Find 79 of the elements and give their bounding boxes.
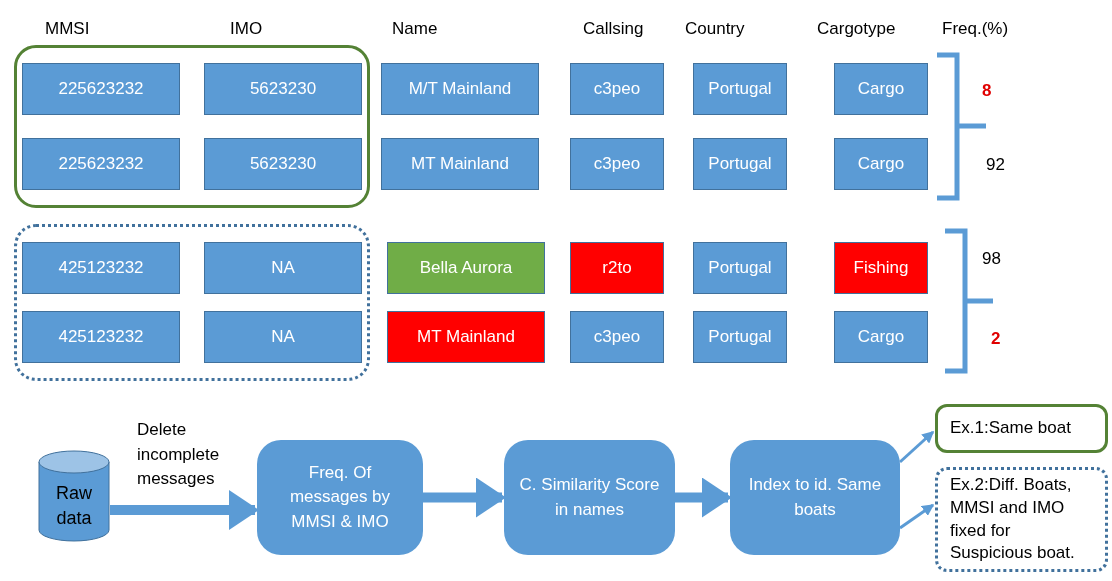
column-header: Callsing [583,18,644,40]
table-cell [693,63,787,115]
column-header: MMSI [45,18,90,40]
node-text: c3peo [593,326,641,349]
node-text: Portugal [708,326,772,349]
column-header: Cargotype [817,18,896,40]
node-text: NA [271,326,295,349]
node-text: 425123232 [58,326,144,349]
node-text: MT Mainland [411,153,509,176]
frequency-value: 92 [986,154,1005,176]
frequency-value: 8 [982,80,992,102]
node-text: Cargo [857,78,905,101]
column-header: IMO [230,18,263,40]
node-text: Fishing [853,257,909,280]
table-cell [834,138,928,190]
node-text: 5623230 [249,78,317,101]
table-cell [570,311,664,363]
table-cell [834,242,928,294]
arrow [423,477,506,518]
node-text: Index to id. Same boats [747,473,883,521]
node-text: Cargo [857,153,905,176]
table-cell [387,242,545,294]
table-cell [22,63,180,115]
group-frame [14,45,370,208]
database-cylinder [38,450,110,542]
table-cell [693,311,787,363]
node-text: 225623232 [58,78,144,101]
table-cell [381,138,539,190]
node-text: 5623230 [249,153,317,176]
arrow [899,430,935,464]
node-text: C. Similarity Score in names [518,473,661,521]
node-text: Bella Aurora [419,257,513,280]
table-cell [204,311,362,363]
table-cell [204,242,362,294]
table-cell [693,242,787,294]
frequency-value: 2 [991,328,1001,350]
result-box [935,467,1108,572]
table-cell [22,242,180,294]
table-cell [387,311,545,363]
node-text: c3peo [593,78,641,101]
node-text: MT Mainland [417,326,515,349]
table-cell [22,138,180,190]
table-cell [834,311,928,363]
arrow [899,503,935,530]
node-text: Cargo [857,326,905,349]
node-text: 425123232 [58,257,144,280]
node-text: Portugal [708,257,772,280]
process-box [504,440,675,555]
process-box [257,440,423,555]
node-text: r2to [602,257,632,280]
arrow [110,490,259,530]
frequency-value: 98 [982,248,1001,270]
node-text: Portugal [708,153,772,176]
column-header: Country [685,18,745,40]
result-box [935,404,1108,453]
arrow [675,477,732,518]
dotted-group-frame [14,224,370,381]
table-cell [570,138,664,190]
table-cell [381,63,539,115]
edge-label: Delete incomplete messages [137,419,221,491]
node-text: c3peo [593,153,641,176]
node-text: Raw data [56,482,92,528]
table-cell [834,63,928,115]
node-text: M/T Mainland [408,78,512,101]
node-text: Ex.2:Diff. Boats, MMSI and IMO fixed for Suspicious boat. [950,473,1076,565]
column-header: Freq.(%) [942,18,1009,40]
node-text: Portugal [708,78,772,101]
table-cell [204,63,362,115]
node-text: 225623232 [58,153,144,176]
node-text: Ex.1:Same boat [950,417,1071,440]
table-cell [22,311,180,363]
table-cell [570,242,664,294]
node-text: Freq. Of messages by MMSI & IMO [288,461,392,533]
node-text: NA [271,257,295,280]
column-header: Name [392,18,438,40]
table-cell [693,138,787,190]
table-cell [570,63,664,115]
process-box [730,440,900,555]
table-cell [204,138,362,190]
